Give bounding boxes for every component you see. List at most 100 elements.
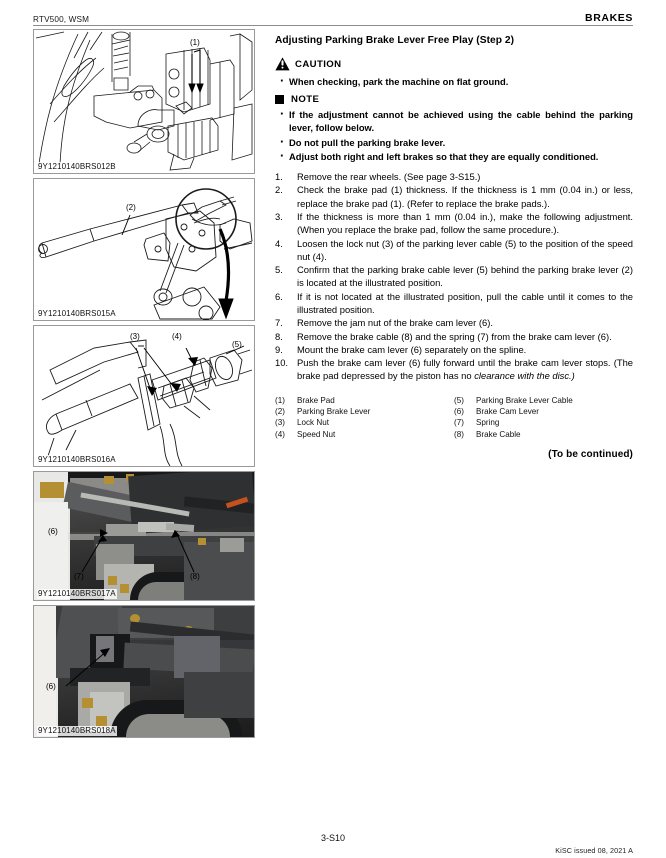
callout-8: (8) <box>190 572 200 581</box>
legend-value: Brake Pad <box>297 395 335 405</box>
figure-brs018a: (6) 9Y1210140BRS018A <box>33 605 255 738</box>
legend-value: Speed Nut <box>297 429 336 439</box>
legend-key: (5) <box>454 395 464 405</box>
step-number: 8. <box>275 330 283 342</box>
step-number: 7. <box>275 317 283 329</box>
parts-legend: (1) Brake Pad (2) Parking Brake Lever (3… <box>275 395 633 440</box>
line-drawing-parking-brake-lever <box>38 188 253 320</box>
page-number: 3-S10 <box>320 833 346 843</box>
legend-key: (3) <box>275 418 285 428</box>
legend-value: Lock Nut <box>297 418 329 428</box>
note-list: If the adjustment cannot be achieved usi… <box>275 107 633 163</box>
legend-item: (3) Lock Nut <box>275 417 454 428</box>
note-heading: NOTE <box>275 94 633 105</box>
list-item: 3. If the thickness is more than 1 mm (0… <box>275 210 633 237</box>
list-item: Do not pull the parking brake lever. <box>275 135 633 149</box>
legend-value: Spring <box>476 418 500 428</box>
list-item: If the adjustment cannot be achieved usi… <box>275 107 633 134</box>
legend-key: (8) <box>454 429 464 439</box>
step-text: Remove the jam nut of the brake cam leve… <box>297 317 493 329</box>
step-text: Loosen the lock nut (3) of the parking l… <box>297 237 633 262</box>
header-divider <box>33 25 633 26</box>
caution-label: CAUTION <box>295 58 342 70</box>
step-text: Confirm that the parking brake cable lev… <box>297 264 633 289</box>
figure-brs016a: (3) (4) (5) 9Y1210140BRS016A <box>33 325 255 467</box>
line-drawing-brake-assembly <box>35 31 253 171</box>
content-column: Adjusting Parking Brake Lever Free Play … <box>275 34 633 460</box>
list-item: 10. Push the brake cam lever (6) fully f… <box>275 356 633 383</box>
photo-brake-cam-lever <box>34 606 254 737</box>
step-text-italic: clearance with the disc.) <box>474 370 575 382</box>
callout-2: (2) <box>126 203 136 212</box>
step-number: 9. <box>275 343 283 355</box>
step-text: If it is not located at the illustrated … <box>297 290 633 315</box>
callout-4: (4) <box>172 332 182 341</box>
step-text: Remove the rear wheels. (See page 3-S15.… <box>297 171 481 183</box>
header-section-label: BRAKES <box>585 12 633 24</box>
callout-6: (6) <box>46 682 56 691</box>
list-item: 2. Check the brake pad (1) thickness. If… <box>275 183 633 210</box>
photo-leader-lines <box>65 648 110 687</box>
list-item: 8. Remove the brake cable (8) and the sp… <box>275 330 633 343</box>
line-drawing-cable-adjuster <box>41 339 253 466</box>
step-number: 2. <box>275 184 283 196</box>
step-number: 6. <box>275 290 283 302</box>
page-header: RTV500, WSM BRAKES <box>33 12 633 24</box>
figure-caption: 9Y1210140BRS018A <box>37 726 117 736</box>
list-item: 4. Loosen the lock nut (3) of the parkin… <box>275 237 633 264</box>
figure-artwork <box>34 472 254 600</box>
list-item: 6. If it is not located at the illustrat… <box>275 290 633 317</box>
step-number: 4. <box>275 237 283 249</box>
callout-5: (5) <box>232 340 242 349</box>
step-text: Check the brake pad (1) thickness. If th… <box>297 184 633 209</box>
figure-caption: 9Y1210140BRS012B <box>37 162 117 172</box>
legend-column-right: (5) Parking Brake Lever Cable (6) Brake … <box>454 395 633 440</box>
figure-artwork <box>34 30 254 173</box>
legend-value: Brake Cable <box>476 429 521 439</box>
issued-stamp: KiSC issued 08, 2021 A <box>555 846 633 855</box>
legend-item: (8) Brake Cable <box>454 429 633 440</box>
legend-item: (7) Spring <box>454 417 633 428</box>
step-number: 10. <box>275 357 289 369</box>
figure-caption: 9Y1210140BRS015A <box>37 309 117 319</box>
figure-artwork <box>34 606 254 737</box>
legend-item: (6) Brake Cam Lever <box>454 406 633 417</box>
step-text: If the thickness is more than 1 mm (0.04… <box>297 210 633 236</box>
procedure-steps: 1. Remove the rear wheels. (See page 3-S… <box>275 170 633 383</box>
figure-caption: 9Y1210140BRS016A <box>37 455 117 465</box>
list-item: 9. Mount the brake cam lever (6) separat… <box>275 343 633 356</box>
step-number: 3. <box>275 210 283 222</box>
photo-undercarriage <box>34 472 254 600</box>
step-text: Push the brake cam lever (6) fully forwa… <box>297 357 633 382</box>
figure-column: (1) 9Y1210140BRS012B <box>33 29 255 742</box>
legend-column-left: (1) Brake Pad (2) Parking Brake Lever (3… <box>275 395 454 440</box>
caution-list: When checking, park the machine on flat … <box>275 74 633 88</box>
callout-7: (7) <box>74 572 84 581</box>
step-text: Mount the brake cam lever (6) separately… <box>297 343 527 355</box>
step-number: 5. <box>275 264 283 276</box>
figure-artwork <box>34 326 254 466</box>
figure-brs015a: (2) 9Y1210140BRS015A <box>33 178 255 321</box>
step-number: 1. <box>275 171 283 183</box>
callout-3: (3) <box>130 332 140 341</box>
callout-6: (6) <box>48 527 58 536</box>
list-item: 7. Remove the jam nut of the brake cam l… <box>275 316 633 329</box>
figure-caption: 9Y1210140BRS017A <box>37 589 117 599</box>
legend-key: (1) <box>275 395 285 405</box>
legend-item: (5) Parking Brake Lever Cable <box>454 395 633 406</box>
legend-value: Parking Brake Lever <box>297 407 371 417</box>
legend-value: Parking Brake Lever Cable <box>476 395 573 405</box>
list-item: 1. Remove the rear wheels. (See page 3-S… <box>275 170 633 183</box>
page-title: Adjusting Parking Brake Lever Free Play … <box>275 35 515 46</box>
legend-value: Brake Cam Lever <box>476 407 539 417</box>
callout-1: (1) <box>190 38 200 47</box>
legend-item: (1) Brake Pad <box>275 395 454 406</box>
header-model-label: RTV500, WSM <box>33 15 90 24</box>
caution-heading: CAUTION <box>275 56 633 72</box>
legend-key: (7) <box>454 418 464 428</box>
list-item: When checking, park the machine on flat … <box>275 74 633 88</box>
note-label: NOTE <box>291 94 320 106</box>
legend-item: (4) Speed Nut <box>275 429 454 440</box>
list-item: 5. Confirm that the parking brake cable … <box>275 263 633 290</box>
